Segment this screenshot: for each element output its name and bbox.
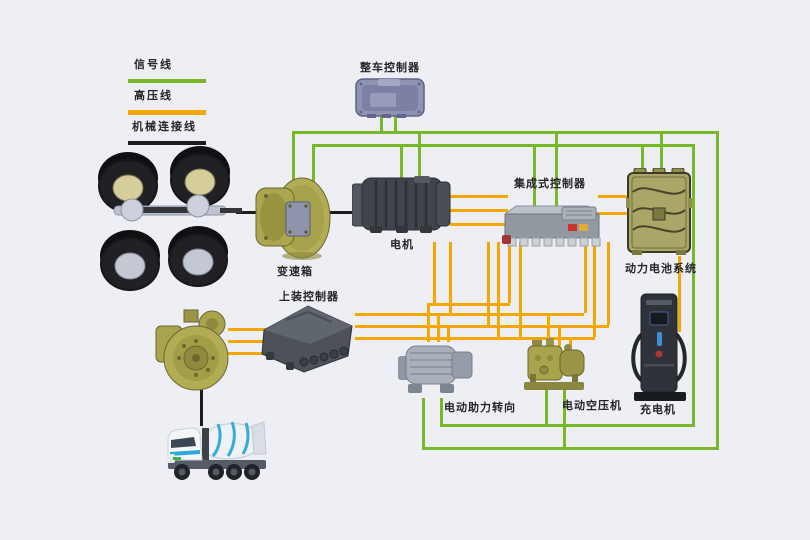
signal-line-segment — [660, 131, 663, 172]
mechanical-line-segment — [236, 211, 262, 214]
gearbox-graphic — [252, 172, 332, 262]
signal-line-segment — [440, 398, 443, 424]
high-voltage-line-segment — [427, 303, 510, 306]
signal-line-segment — [292, 131, 295, 185]
upper-controller-label: 上装控制器 — [279, 291, 339, 303]
mechanical-line-segment — [200, 390, 203, 426]
high-voltage-line-segment — [355, 313, 584, 316]
power-steering-graphic — [396, 336, 474, 398]
signal-line-segment — [533, 144, 536, 206]
legend-signal-line-swatch — [128, 79, 206, 83]
high-voltage-line-segment — [355, 337, 595, 340]
signal-line-segment — [440, 424, 695, 427]
legend-signal-label: 信号线 — [134, 59, 173, 71]
charger-graphic — [630, 292, 690, 404]
high-voltage-line-segment — [598, 195, 632, 198]
high-voltage-line-segment — [519, 242, 522, 337]
signal-line-segment — [555, 131, 558, 206]
high-voltage-line-segment — [450, 223, 508, 226]
mechanical-line-segment — [330, 211, 357, 214]
high-voltage-line-segment — [433, 242, 436, 303]
high-voltage-line-segment — [497, 242, 500, 337]
legend-high-voltage-label: 高压线 — [134, 90, 173, 102]
power-steering-label: 电动助力转向 — [444, 402, 516, 414]
high-voltage-line-segment — [584, 242, 587, 313]
drive-motor-graphic — [351, 176, 452, 234]
high-voltage-line-segment — [450, 195, 508, 198]
wheel-axle-graphic — [92, 142, 242, 302]
signal-line-segment — [641, 144, 644, 172]
air-compressor-label: 电动空压机 — [562, 400, 622, 412]
signal-line-segment — [380, 116, 383, 131]
signal-line-segment — [716, 131, 719, 449]
legend-mechanical-label: 机械连接线 — [132, 121, 197, 133]
high-voltage-line-segment — [437, 313, 440, 342]
high-voltage-line-segment — [228, 352, 266, 355]
high-voltage-line-segment — [547, 313, 550, 346]
gearbox-label: 变速箱 — [277, 266, 313, 278]
legend-high-voltage-line-swatch — [128, 110, 206, 115]
high-voltage-line-segment — [569, 337, 572, 346]
signal-line-segment — [292, 131, 718, 134]
high-voltage-line-segment — [487, 242, 490, 325]
charger-label: 充电机 — [640, 404, 676, 416]
integrated-controller-graphic — [502, 202, 602, 248]
signal-line-segment — [312, 144, 315, 185]
legend-mechanical-line-swatch — [128, 141, 206, 145]
signal-line-segment — [545, 386, 548, 424]
high-voltage-line-segment — [228, 328, 266, 331]
air-compressor-graphic — [522, 338, 590, 396]
vehicle-controller-label: 整车控制器 — [360, 62, 420, 74]
mixer-truck-graphic — [156, 410, 276, 492]
signal-line-segment — [400, 144, 403, 178]
high-voltage-line-segment — [447, 325, 450, 342]
upper-controller-graphic — [256, 296, 358, 378]
signal-line-segment — [563, 386, 566, 447]
high-voltage-line-segment — [228, 340, 266, 343]
high-voltage-line-segment — [678, 256, 681, 332]
high-voltage-line-segment — [427, 303, 430, 342]
high-voltage-line-segment — [598, 212, 632, 215]
pto-motor-graphic — [154, 304, 232, 394]
high-voltage-line-segment — [558, 325, 561, 346]
signal-line-segment — [418, 131, 421, 178]
high-voltage-line-segment — [449, 242, 452, 313]
high-voltage-line-segment — [508, 242, 511, 303]
signal-line-segment — [312, 144, 694, 147]
vehicle-controller-graphic — [355, 76, 425, 120]
signal-line-segment — [422, 398, 425, 447]
battery-system-graphic — [626, 167, 692, 256]
high-voltage-line-segment — [593, 242, 596, 337]
high-voltage-line-segment — [355, 325, 609, 328]
battery-system-label: 动力电池系统 — [625, 263, 697, 275]
signal-line-segment — [692, 144, 695, 426]
motor-label: 电机 — [390, 239, 414, 251]
signal-line-segment — [394, 116, 397, 131]
signal-line-segment — [422, 447, 719, 450]
high-voltage-line-segment — [607, 242, 610, 325]
integrated-controller-label: 集成式控制器 — [514, 178, 586, 190]
high-voltage-line-segment — [450, 209, 508, 212]
